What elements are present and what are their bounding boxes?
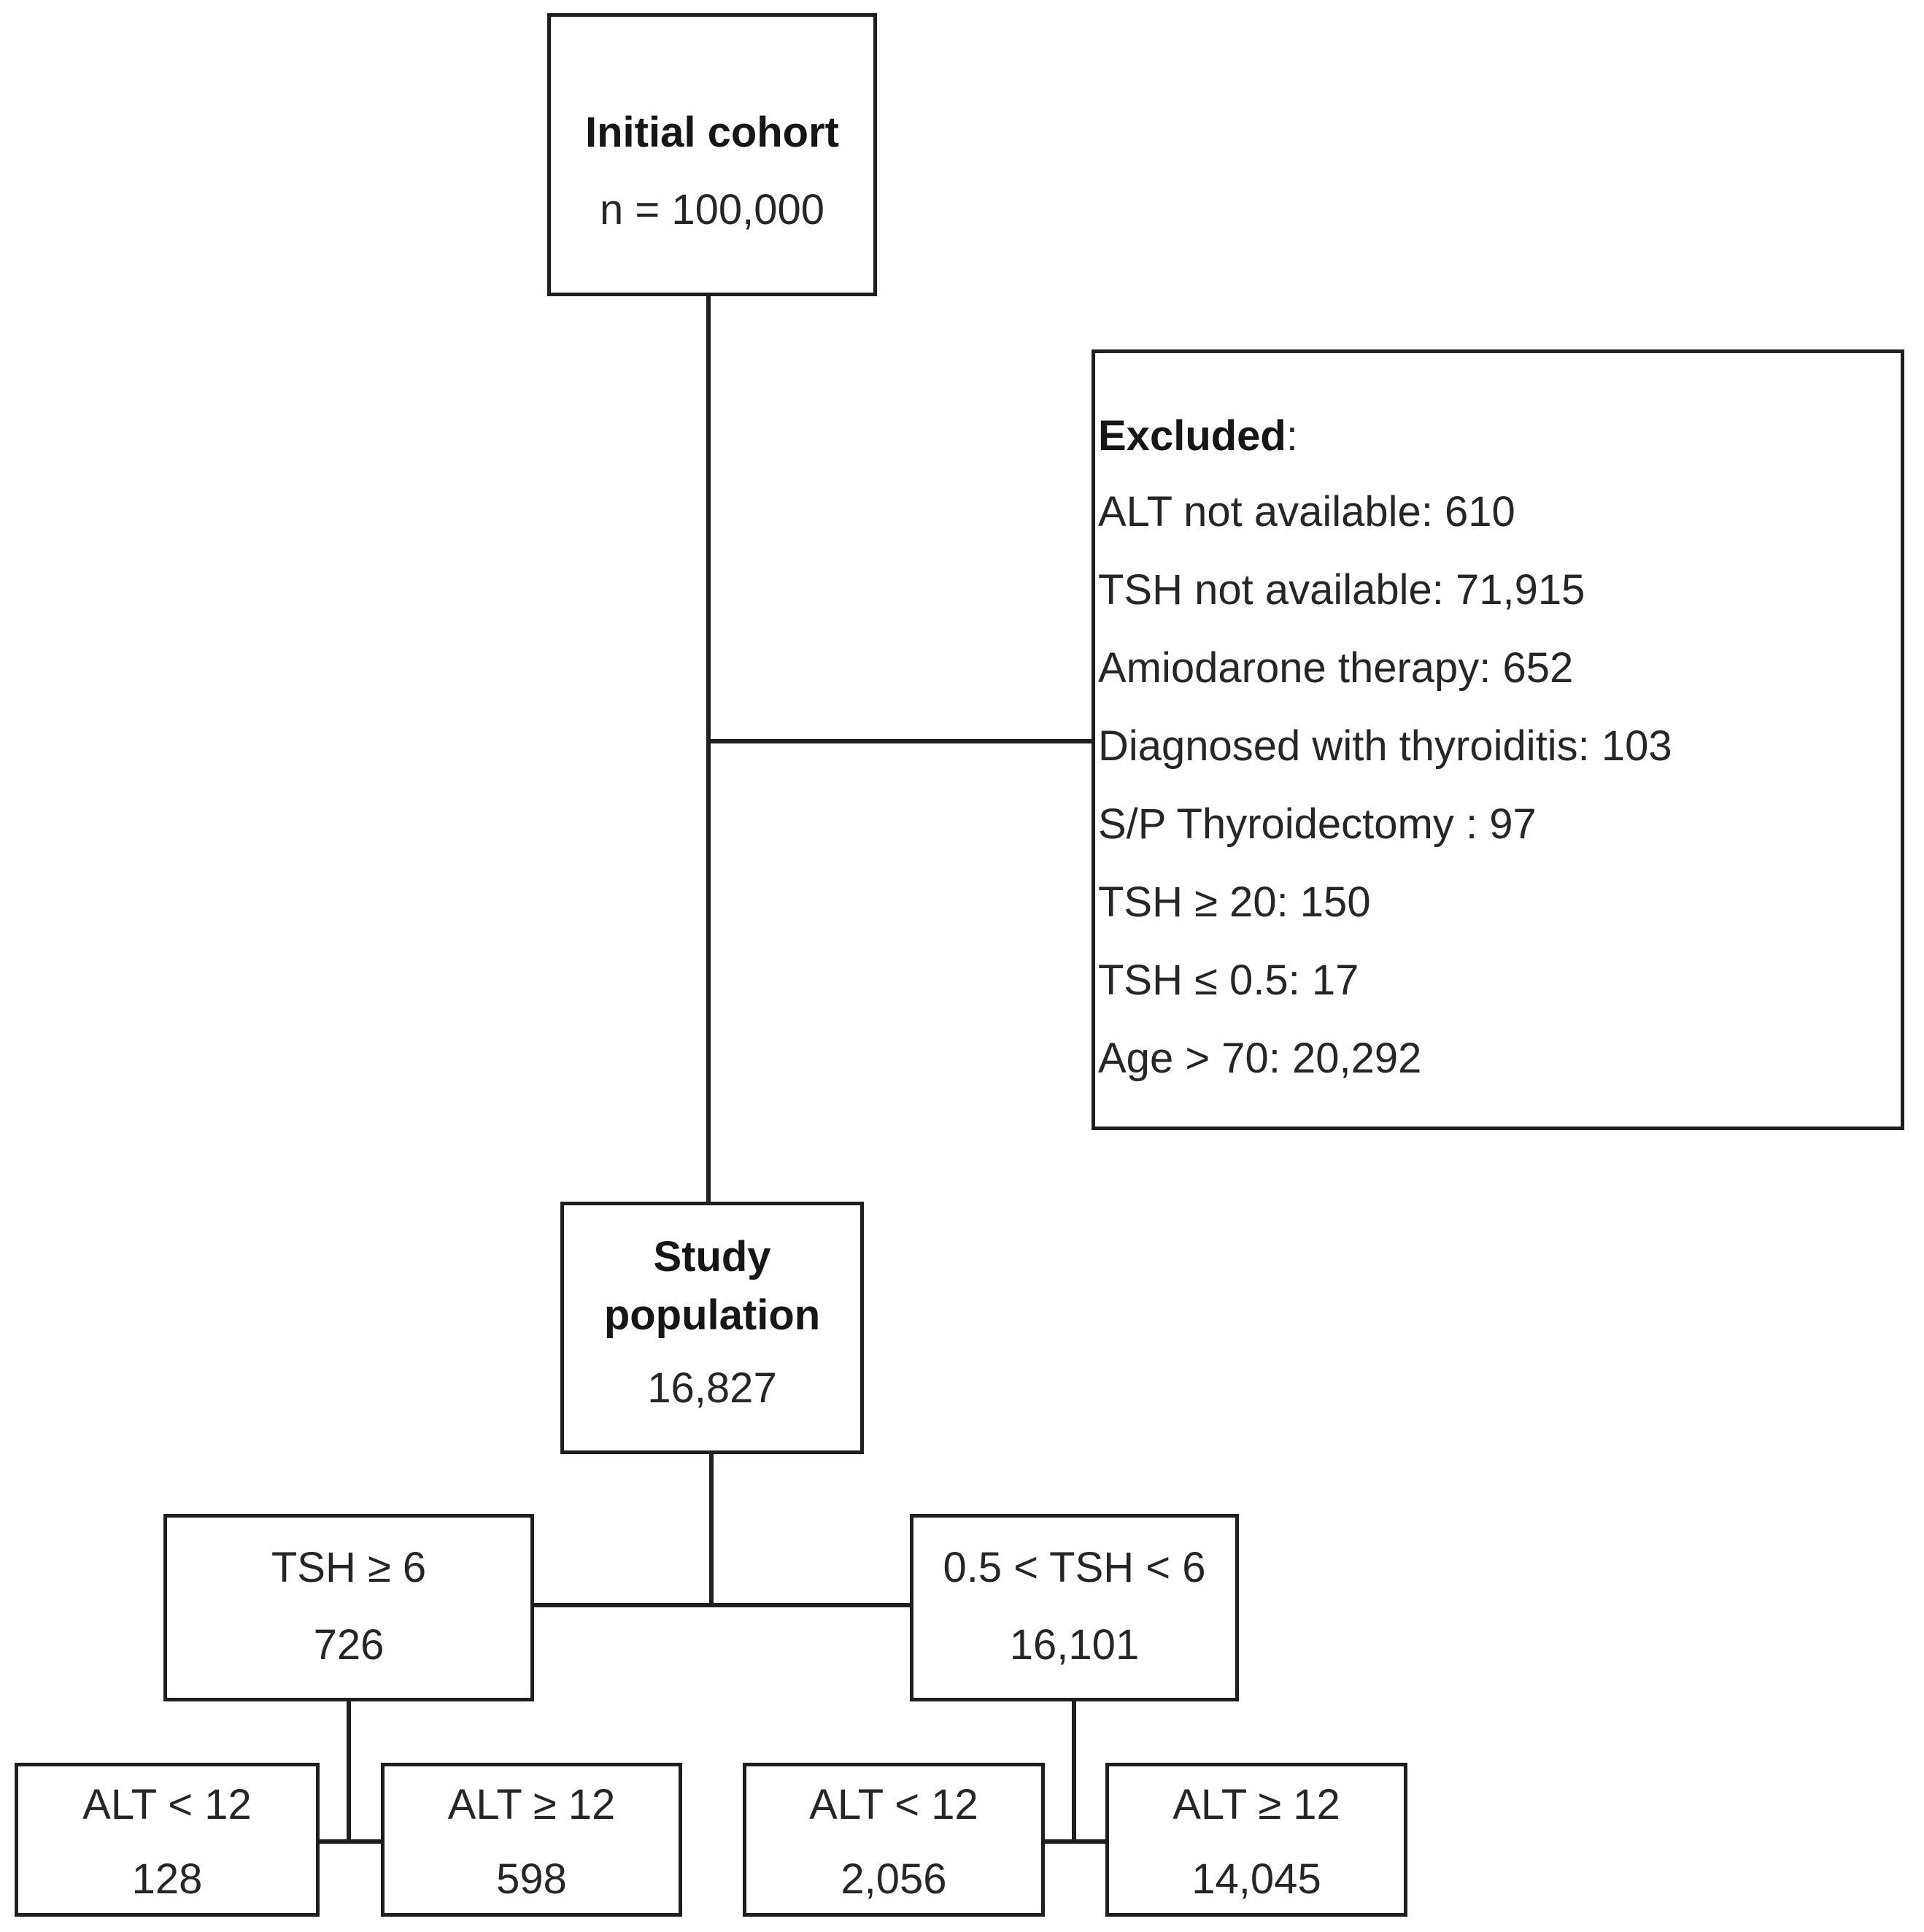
excluded-heading-colon: : [1286,412,1298,460]
initial-cohort-title: Initial cohort [585,109,839,156]
tsh-normal-count: 16,101 [1009,1621,1140,1669]
normal-tsh-high-alt-box: ALT ≥ 12 14,045 [1105,1763,1407,1917]
tsh-high-box: TSH ≥ 6 726 [163,1514,534,1701]
high-tsh-low-alt-label: ALT < 12 [82,1781,252,1828]
excluded-item: TSH ≥ 20: 150 [1098,878,1371,926]
tsh-normal-label: 0.5 < TSH < 6 [943,1544,1206,1591]
study-population-box: Study population 16,827 [560,1202,864,1454]
excluded-item: Amiodarone therapy: 652 [1098,644,1574,692]
excluded-item: ALT not available: 610 [1098,488,1515,536]
study-population-title-line1: Study [653,1233,771,1280]
high-tsh-high-alt-label: ALT ≥ 12 [447,1781,616,1828]
study-population-title-line2: population [603,1291,821,1339]
excluded-item: TSH ≤ 0.5: 17 [1098,957,1359,1004]
excluded-heading: Excluded [1098,412,1286,460]
tsh-high-count: 726 [313,1621,385,1669]
high-tsh-low-alt-box: ALT < 12 128 [15,1763,320,1917]
excluded-box: Excluded: ALT not available: 610 TSH not… [1092,349,1904,1130]
tsh-normal-box: 0.5 < TSH < 6 16,101 [910,1514,1239,1701]
high-tsh-high-alt-count: 598 [496,1855,567,1903]
study-population-count: 16,827 [647,1364,777,1412]
normal-tsh-high-alt-label: ALT ≥ 12 [1172,1781,1340,1828]
initial-cohort-count: n = 100,000 [599,186,824,233]
excluded-heading-line: Excluded: [1098,411,1298,460]
normal-tsh-high-alt-count: 14,045 [1191,1855,1321,1903]
high-tsh-low-alt-count: 128 [131,1855,203,1903]
excluded-item: Age > 70: 20,292 [1098,1035,1422,1082]
normal-tsh-low-alt-count: 2,056 [841,1855,947,1903]
high-tsh-high-alt-box: ALT ≥ 12 598 [381,1763,682,1917]
initial-cohort-box: Initial cohort n = 100,000 [547,13,877,296]
tsh-high-label: TSH ≥ 6 [271,1544,427,1591]
excluded-item: S/P Thyroidectomy : 97 [1098,800,1537,848]
normal-tsh-low-alt-label: ALT < 12 [809,1781,978,1828]
excluded-item: TSH not available: 71,915 [1098,566,1585,614]
excluded-item: Diagnosed with thyroiditis: 103 [1098,722,1672,770]
normal-tsh-low-alt-box: ALT < 12 2,056 [743,1763,1045,1917]
